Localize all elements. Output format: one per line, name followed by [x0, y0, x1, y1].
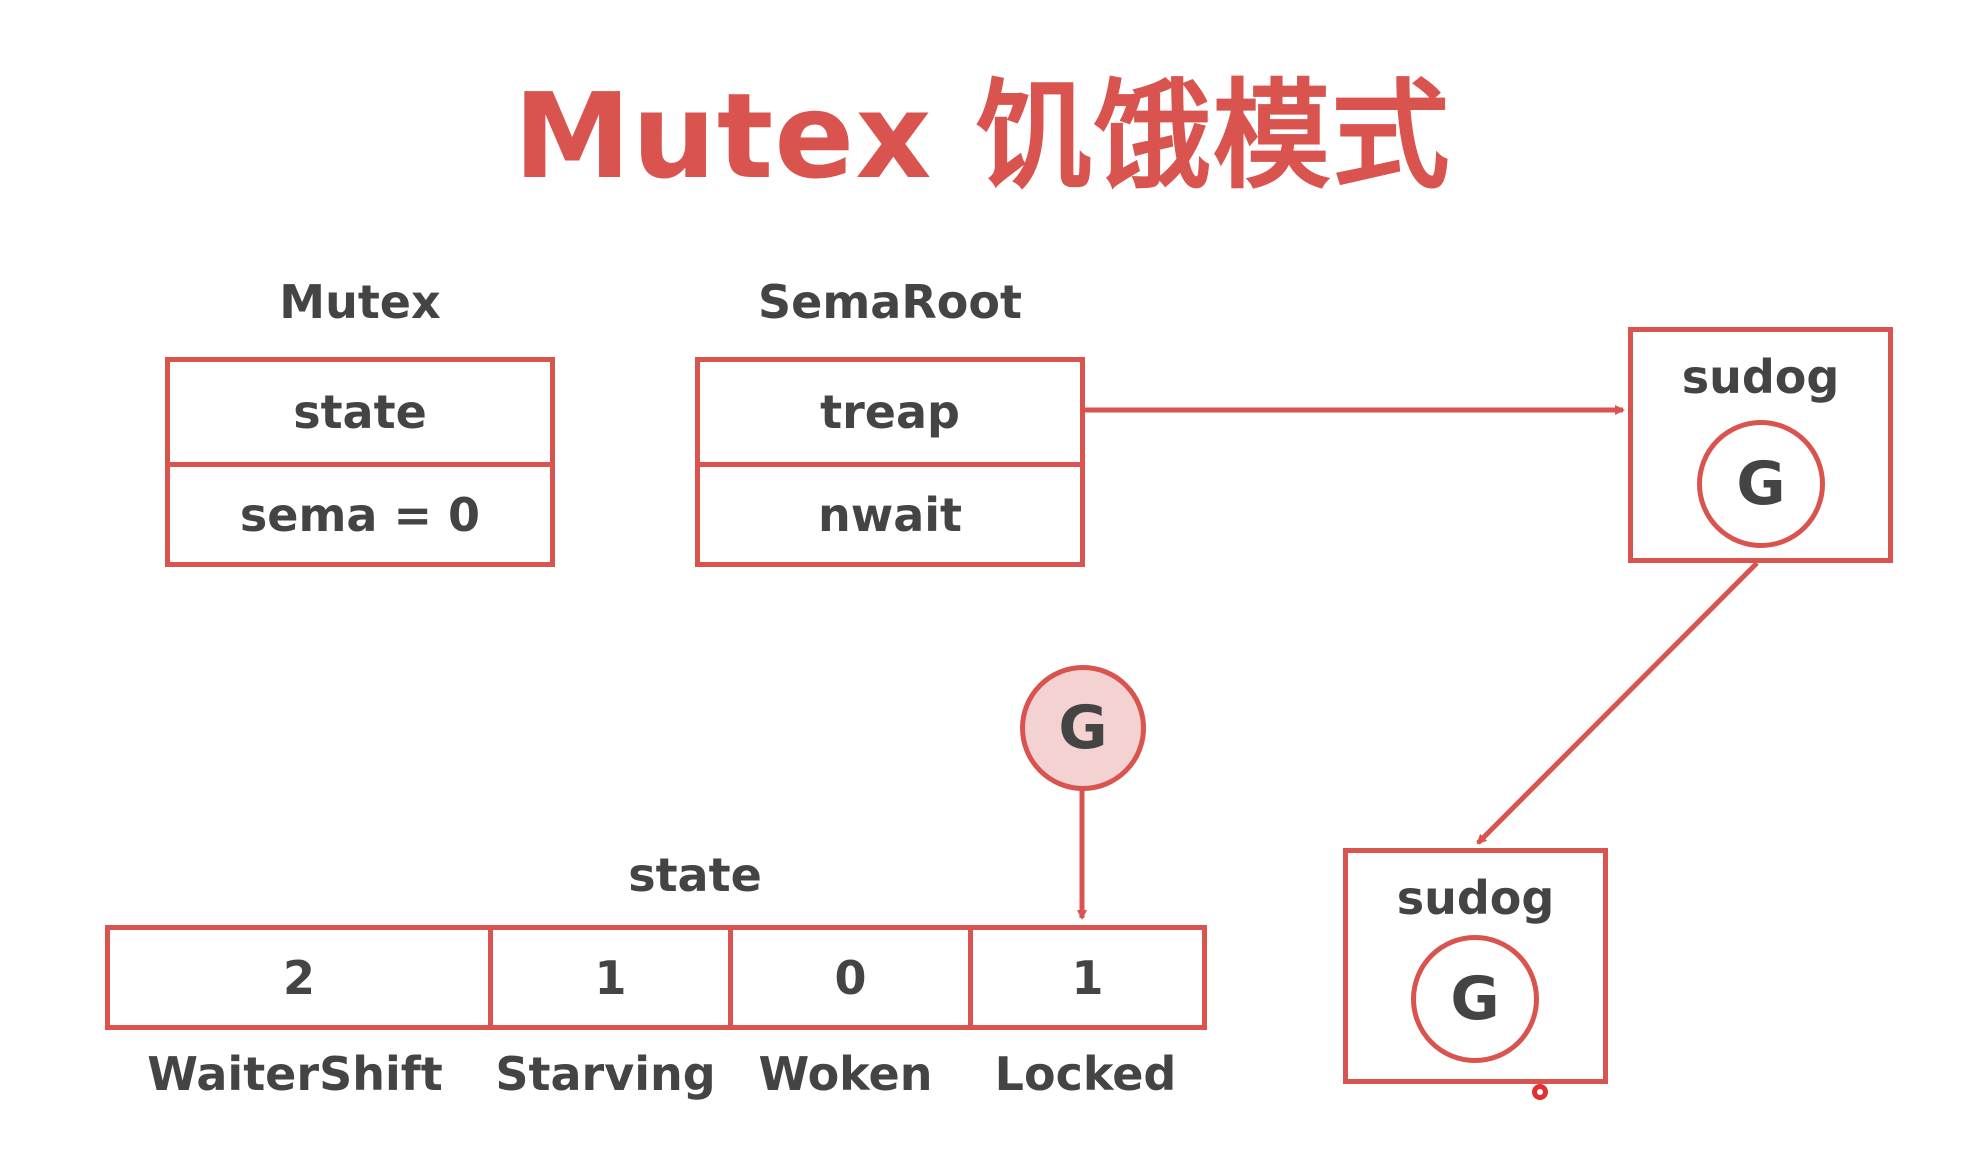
semaroot-divider	[700, 462, 1080, 467]
state-name-locked: Locked	[994, 1047, 1177, 1101]
state-name-waitershift: WaiterShift	[147, 1047, 443, 1101]
state-bitfield: 2 1 0 1	[105, 925, 1207, 1030]
semaroot-field-nwait: nwait	[817, 487, 963, 542]
semaroot-struct: treap nwait	[695, 357, 1085, 567]
incoming-g-circle: G	[1020, 665, 1146, 791]
sudog-bottom-g-circle: G	[1411, 935, 1539, 1063]
state-value-waitershift: 2	[282, 950, 315, 1005]
cursor-dot-icon	[1532, 1084, 1548, 1100]
mutex-struct: state sema = 0	[165, 357, 555, 567]
state-name-woken: Woken	[758, 1047, 933, 1101]
state-divider	[968, 930, 973, 1025]
semaroot-label: SemaRoot	[758, 275, 1022, 329]
sudog-top-label: sudog	[1681, 350, 1840, 404]
sudog-top-g-circle: G	[1697, 420, 1825, 548]
page-title: Mutex 饥饿模式	[513, 67, 1451, 205]
state-divider	[728, 930, 733, 1025]
state-name-starving: Starving	[495, 1047, 716, 1101]
state-value-woken: 0	[834, 950, 867, 1005]
mutex-divider	[170, 462, 550, 467]
mutex-field-state: state	[293, 385, 427, 439]
sudog-link-arrow	[1476, 561, 1759, 845]
state-value-starving: 1	[594, 950, 627, 1005]
sudog-bottom-label: sudog	[1396, 871, 1555, 925]
state-divider	[488, 930, 493, 1025]
state-label: state	[628, 848, 762, 902]
state-value-locked: 1	[1071, 950, 1104, 1005]
mutex-field-sema: sema = 0	[239, 487, 481, 542]
semaroot-field-treap: treap	[820, 385, 960, 439]
mutex-label: Mutex	[279, 275, 441, 329]
